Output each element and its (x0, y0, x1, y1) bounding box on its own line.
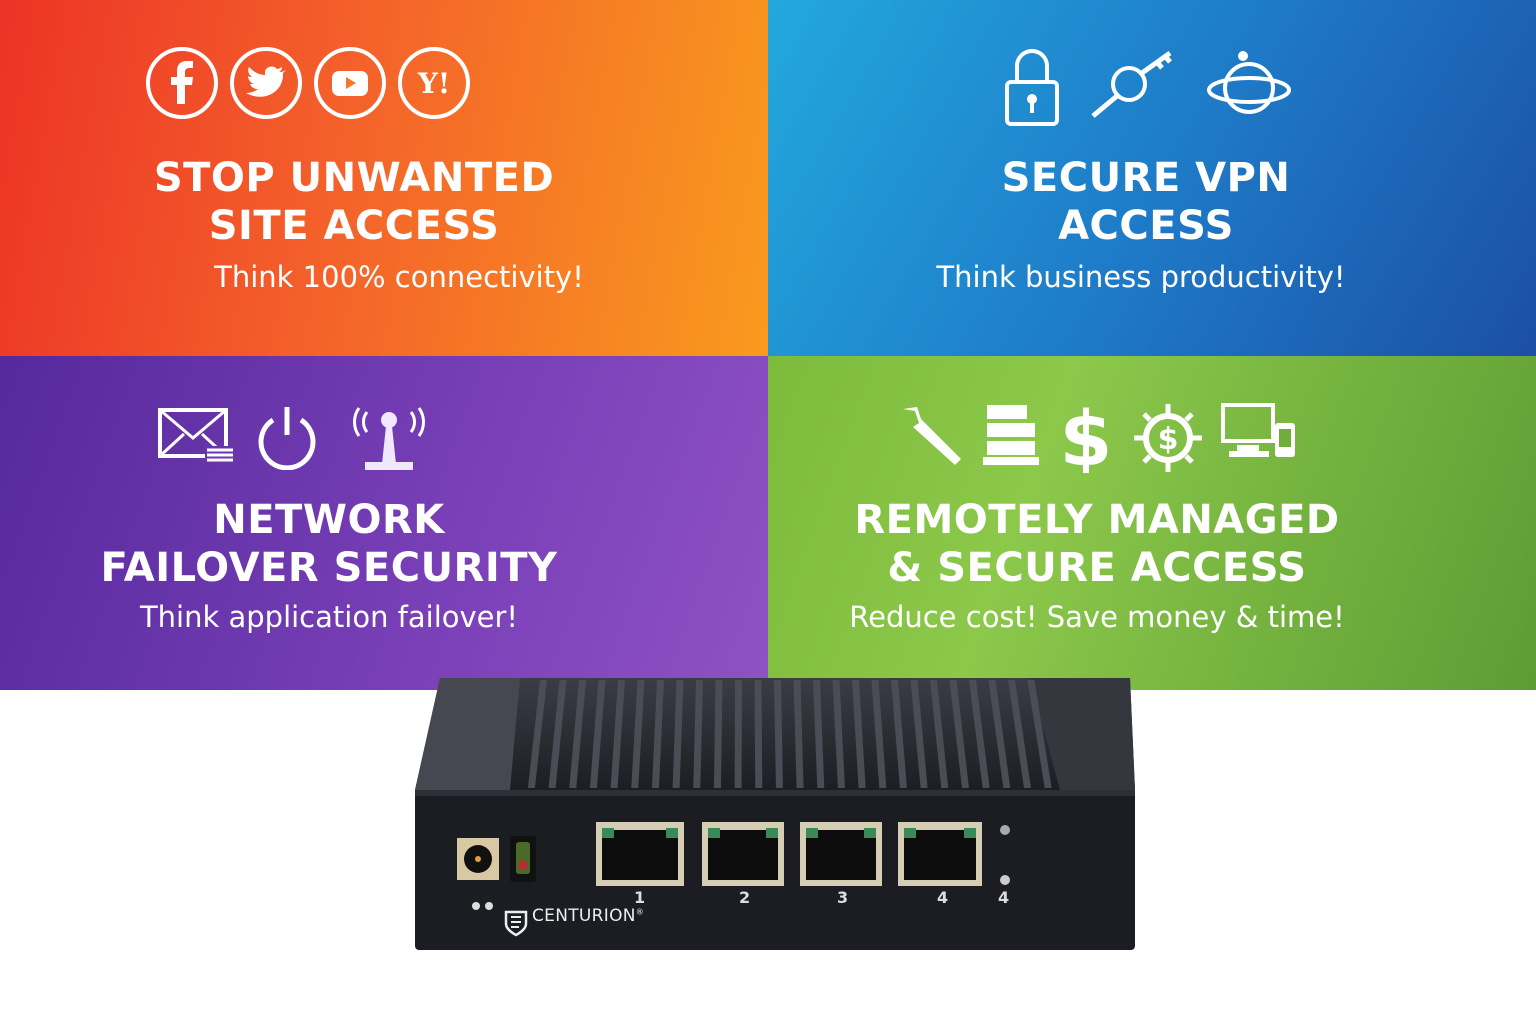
svg-text:Y!: Y! (416, 67, 449, 100)
panel-remotely-managed: $ $ REMOTELY MANAGED& SECURE ACCESS Redu… (768, 356, 1536, 690)
heatsink-fin (930, 680, 949, 788)
ethernet-port-4[interactable] (898, 822, 982, 886)
wrench-icon (903, 407, 961, 465)
port-label: 4 (937, 888, 949, 907)
ethernet-port-3[interactable] (800, 822, 882, 886)
padlock-icon (1005, 49, 1059, 126)
reset-button[interactable] (1000, 825, 1010, 835)
power-icon (258, 407, 316, 470)
heatsink-fin (569, 680, 586, 788)
port-label: 4 (998, 888, 1010, 907)
heatsink-fin (548, 680, 567, 788)
facebook-icon (145, 47, 218, 119)
heatsink-fin (610, 680, 625, 788)
panel-subtitle: Think business productivity! (936, 260, 1346, 294)
port-label: 3 (837, 888, 849, 907)
heatsink-fin (527, 680, 547, 788)
heatsink-fin (832, 680, 845, 788)
panel-subtitle: Reduce cost! Save money & time! (849, 600, 1345, 634)
email-icon (158, 408, 235, 462)
heatsink-fin (651, 680, 664, 788)
heatsink-fin (754, 680, 763, 788)
heatsink-fin (1027, 680, 1052, 788)
satellite-globe-icon (1207, 51, 1291, 114)
dollar-gear-icon: $ (1134, 404, 1202, 472)
wireless-antenna-icon (352, 407, 426, 470)
heatsink-fin (774, 680, 783, 788)
port-label: 1 (634, 888, 646, 907)
heatsink-fin (852, 680, 866, 788)
key-icon (1091, 50, 1172, 118)
heatsink-fin (871, 680, 887, 788)
yahoo-icon: Y! (397, 47, 470, 119)
heatsink-fin (969, 680, 990, 788)
computer-mobile-icon (1221, 403, 1295, 457)
dollar-icon: $ (1060, 401, 1113, 473)
panel-title: REMOTELY MANAGED& SECURE ACCESS (854, 497, 1340, 591)
led-indicator (1000, 875, 1010, 885)
ethernet-port-1[interactable] (596, 822, 684, 886)
youtube-icon (313, 47, 386, 119)
heatsink-fin (672, 680, 684, 788)
heatsink-fin (1008, 680, 1031, 788)
panel-subtitle: Think 100% connectivity! (214, 260, 584, 294)
heatsink-fin (988, 680, 1011, 788)
port-label: 2 (739, 888, 751, 907)
centurion-router-device (415, 678, 1135, 950)
heatsink-fin (910, 680, 928, 788)
heatsink-fin (891, 680, 907, 788)
svg-text:$: $ (1158, 422, 1179, 457)
heatsink-fin (949, 680, 969, 788)
heatsink-fins (527, 680, 1052, 788)
heatsink-fin (631, 680, 645, 788)
ethernet-port-2[interactable] (702, 822, 784, 886)
twitter-icon (229, 47, 302, 119)
heatsink-fin (713, 680, 723, 788)
centurion-logo-icon (504, 910, 528, 937)
brand-name: CENTURION® (532, 906, 645, 926)
heatsink-fin (793, 680, 804, 788)
social-icons: Y! (0, 46, 768, 120)
server-icon (983, 405, 1039, 465)
svg-text:$: $ (1060, 401, 1113, 473)
ethernet-ports (596, 822, 982, 886)
heatsink-fin (589, 680, 606, 788)
heatsink-fin (813, 680, 825, 788)
heatsink-fin (734, 680, 742, 788)
heatsink-fin (693, 680, 703, 788)
panel-subtitle: Think application failover! (139, 600, 519, 634)
